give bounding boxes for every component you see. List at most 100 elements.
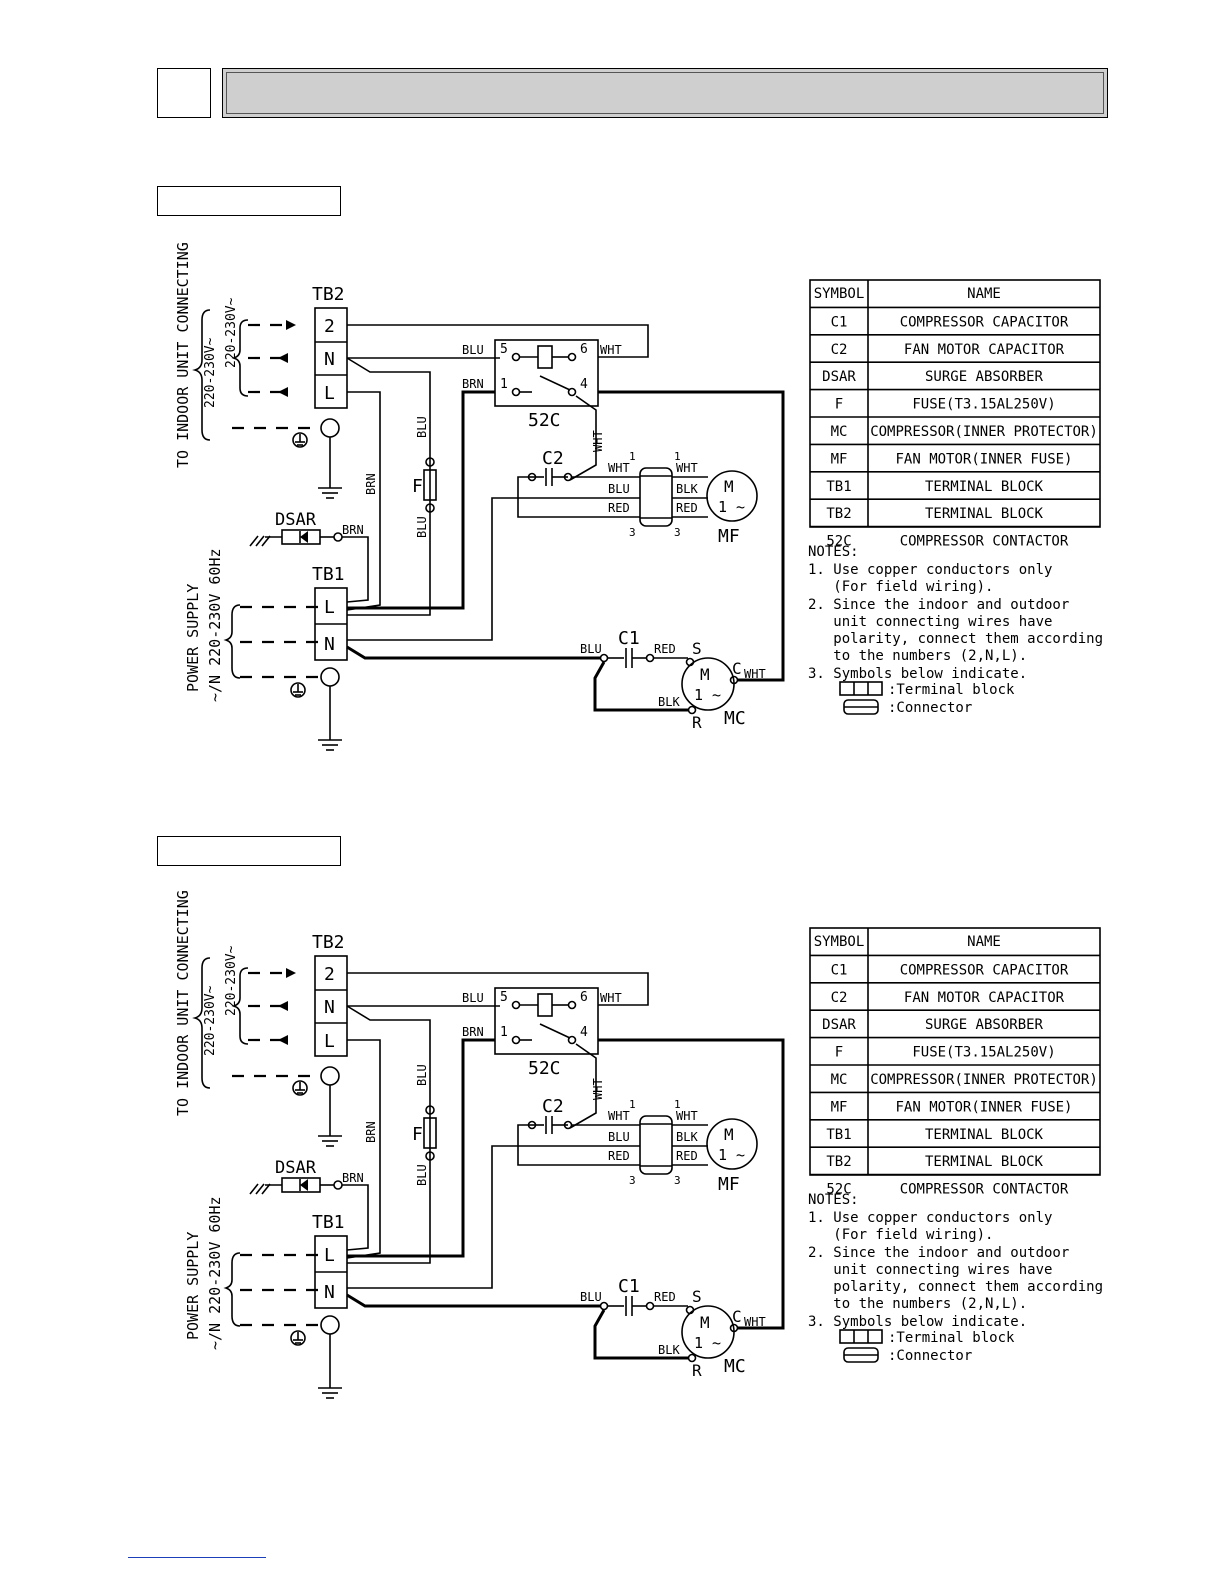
note-line: to the numbers (2,N,L). — [808, 1296, 1027, 1312]
mf-connector — [639, 467, 673, 527]
wire-c2-loop — [517, 476, 612, 518]
relay-blu-label: BLU — [462, 991, 484, 1005]
note-line: (For field wiring). — [808, 579, 993, 595]
note-line: NOTES: — [808, 1192, 859, 1208]
c1-blu-label: BLU — [580, 642, 602, 656]
wire-tb1-n-to-c1 — [346, 645, 600, 660]
note-line: polarity, connect them according — [808, 1279, 1103, 1295]
mc-terminal-c: C — [732, 1307, 742, 1326]
relay-brn-label: BRN — [462, 377, 484, 391]
c1-red-label: RED — [654, 642, 676, 656]
mf-wht-right: WHT — [676, 1109, 698, 1123]
voltage-label-1: 220-230V~ — [203, 337, 218, 408]
ground-terminal-bottom — [320, 667, 340, 687]
tb1-label: TB1 — [312, 564, 345, 585]
brace-voltage — [231, 319, 249, 397]
wire-tb2-l-to-tb1 — [346, 391, 381, 611]
mc-blk-label: BLK — [658, 695, 680, 709]
table-symbol-cell: MF — [831, 451, 848, 467]
wire-tb2-2-to-relay — [347, 972, 649, 1006]
wire-relay-wht-to-c2 — [569, 395, 597, 481]
power-spec-label: ~/N 220-230V 60Hz — [206, 548, 224, 702]
table-symbol-cell: DSAR — [822, 369, 856, 385]
wire-relay-to-compressor — [598, 390, 785, 682]
mf-pin-1-right: 1 — [674, 450, 681, 463]
table-name-cell: TERMINAL BLOCK — [925, 1154, 1044, 1170]
wire-tb1-n-to-c1 — [346, 1293, 600, 1308]
wire-tb1-n-to-mf — [347, 1145, 612, 1289]
relay-pin-4: 4 — [580, 377, 588, 392]
mc-phase-label: 1 ~ — [694, 686, 721, 704]
table-symbol-cell: DSAR — [822, 1017, 856, 1033]
table-name-cell: TERMINAL BLOCK — [925, 479, 1044, 495]
table-symbol-cell: MC — [831, 424, 848, 440]
relay-pin-1: 1 — [500, 1025, 508, 1040]
note-line: to the numbers (2,N,L). — [808, 648, 1027, 664]
fuse-f — [423, 469, 437, 501]
field-arrows — [278, 968, 296, 1045]
wire-dsar-to-tb1 — [342, 536, 369, 603]
power-supply-label: POWER SUPPLY — [184, 1232, 202, 1340]
mc-wht-label: WHT — [744, 667, 766, 681]
mf-wht-right: WHT — [676, 461, 698, 475]
table-symbol-cell: MF — [831, 1099, 848, 1115]
mc-terminal-r: R — [692, 713, 702, 732]
table-header-symbol: SYMBOL — [814, 286, 865, 302]
dsar-brn-label: BRN — [342, 1171, 364, 1185]
dsar-brn-label: BRN — [342, 523, 364, 537]
c1-red-label: RED — [654, 1290, 676, 1304]
terminal-block-symbol — [839, 681, 883, 696]
c1-label: C1 — [618, 1276, 640, 1297]
mc-terminal-r: R — [692, 1361, 702, 1380]
earth-symbol-top — [292, 1080, 308, 1096]
table-header-name: NAME — [967, 934, 1001, 950]
brace-power — [223, 604, 241, 679]
field-wires — [232, 971, 318, 1327]
wire-tb1-n-to-mf — [347, 497, 612, 641]
c2-wht-label-vert: WHT — [591, 1078, 605, 1100]
table-symbol-cell: TB1 — [826, 479, 851, 495]
tb1-terminal-n: N — [324, 1282, 335, 1303]
wire-tb2-n-to-tb1 — [346, 357, 431, 616]
wire-tb2-n-to-tb1 — [346, 1005, 431, 1264]
mf-pin-1-left: 1 — [629, 1098, 636, 1111]
table-name-cell: FAN MOTOR CAPACITOR — [904, 342, 1065, 358]
table-symbol-cell: C1 — [831, 314, 848, 330]
tb2-terminal-l: L — [324, 383, 335, 404]
relay-brn-label: BRN — [462, 1025, 484, 1039]
mf-m-label: M — [724, 477, 734, 496]
fuse-blu-top: BLU — [415, 416, 429, 438]
mf-red-right: RED — [676, 1149, 698, 1163]
c1-label: C1 — [618, 628, 640, 649]
relay-pin-6: 6 — [580, 990, 588, 1005]
fuse-label: F — [412, 1124, 423, 1145]
notes: NOTES:1. Use copper conductors only (For… — [808, 1192, 1103, 1364]
table-symbol-cell: TB1 — [826, 1127, 851, 1143]
relay-52c — [494, 339, 599, 407]
tb2-terminal-2: 2 — [324, 964, 335, 985]
c2-wht-label-vert: WHT — [591, 430, 605, 452]
table-name-cell: SURGE ABSORBER — [925, 1017, 1044, 1033]
mf-phase-label: 1 ~ — [718, 498, 745, 516]
relay-coil — [537, 993, 553, 1017]
table-name-cell: TERMINAL BLOCK — [925, 1127, 1044, 1143]
relay-switch-blade — [539, 375, 571, 391]
wire-tb1-l-to-relay — [347, 390, 495, 610]
note-line: NOTES: — [808, 544, 859, 560]
voltage-label-2: 220-230V~ — [224, 945, 239, 1016]
mf-phase-label: 1 ~ — [718, 1146, 745, 1164]
mf-blu-left: BLU — [608, 482, 630, 496]
brn-wire-label: BRN — [364, 1121, 378, 1143]
section-number-box — [157, 68, 211, 118]
ground-terminal-bottom — [320, 1315, 340, 1335]
power-supply-label: POWER SUPPLY — [184, 584, 202, 692]
mf-red-left: RED — [608, 501, 630, 515]
table-header-name: NAME — [967, 286, 1001, 302]
relay-pin-5: 5 — [500, 990, 508, 1005]
wire-c1-to-r — [593, 661, 688, 712]
c2-label: C2 — [542, 1096, 564, 1117]
table-name-cell: TERMINAL BLOCK — [925, 506, 1044, 522]
table-symbol-cell: F — [835, 397, 843, 413]
mf-red-right: RED — [676, 501, 698, 515]
table-symbol-cell: MC — [831, 1072, 848, 1088]
